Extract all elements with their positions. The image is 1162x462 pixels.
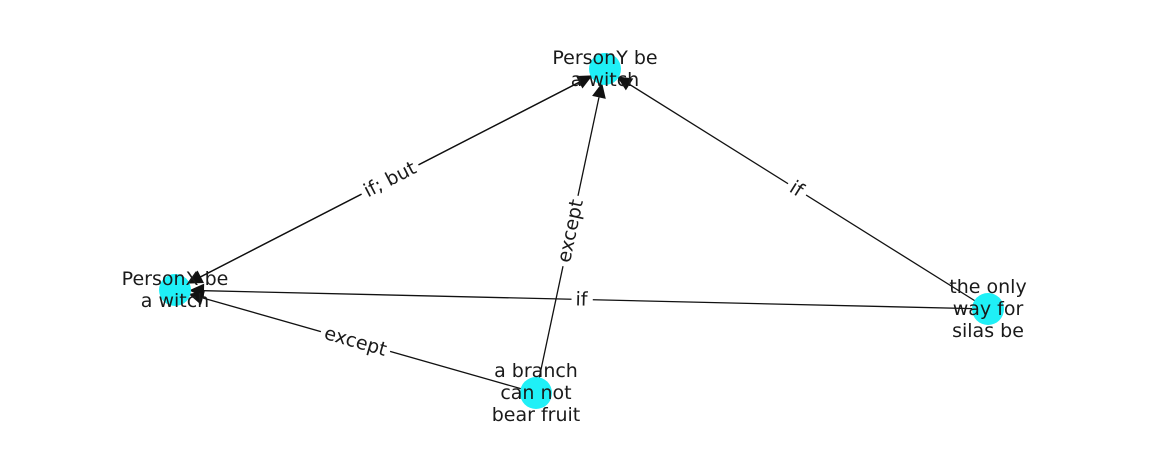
arrowhead-branch-to-witch_y (592, 82, 606, 99)
arrowhead-silas-to-witch_y (616, 76, 634, 91)
edge-label-text: except (322, 322, 390, 361)
edge-labels-layer: if; but except if if except (317, 153, 813, 364)
arrowhead-branch-to-witch_x (188, 291, 205, 305)
node-label-silas-line-2: way for (953, 298, 1024, 320)
node-label-witch_y-line-1: PersonY be (552, 47, 657, 69)
node-label-witch_x-line-1: PersonX be (122, 268, 229, 290)
node-silas (972, 293, 1004, 325)
edge-label-text: if (575, 288, 589, 310)
node-label-silas-line-3: silas be (952, 320, 1024, 342)
edge-label-background (571, 286, 594, 313)
edge-silas-to-witch_x (203, 290, 985, 310)
node-witch_y (589, 53, 621, 85)
edge-label-witch_x-to-witch_y: if; but (355, 153, 425, 206)
node-label-branch-line-3: bear fruit (492, 404, 581, 426)
edge-label-silas-to-witch_y: if (781, 172, 813, 207)
edge-label-background (317, 319, 394, 364)
node-branch (520, 377, 552, 409)
node-label-witch_x-line-2: a witch (141, 290, 209, 312)
node-label-branch-line-1: a branch (494, 360, 578, 382)
edge-silas-to-witch_y (629, 83, 985, 308)
edge-label-branch-to-witch_y: except (550, 193, 591, 269)
edge-label-branch-to-witch_x: except (317, 319, 394, 364)
edge-label-background (781, 172, 813, 207)
edge-label-text: if; but (360, 157, 420, 202)
node-witch_x (159, 274, 191, 306)
nodes-layer (159, 53, 1004, 409)
node-label-branch-line-2: can not (500, 382, 571, 404)
arrowhead-witch_x-to-witch_y (576, 75, 593, 89)
node-label-silas-line-1: the only (949, 276, 1026, 298)
arrowhead-witch_y-to-witch_x (187, 270, 204, 284)
edge-label-background (550, 193, 591, 269)
node-label-witch_y-line-2: a witch (571, 69, 639, 91)
edge-label-background (355, 153, 425, 206)
edge-label-silas-to-witch_x: if (571, 286, 594, 313)
